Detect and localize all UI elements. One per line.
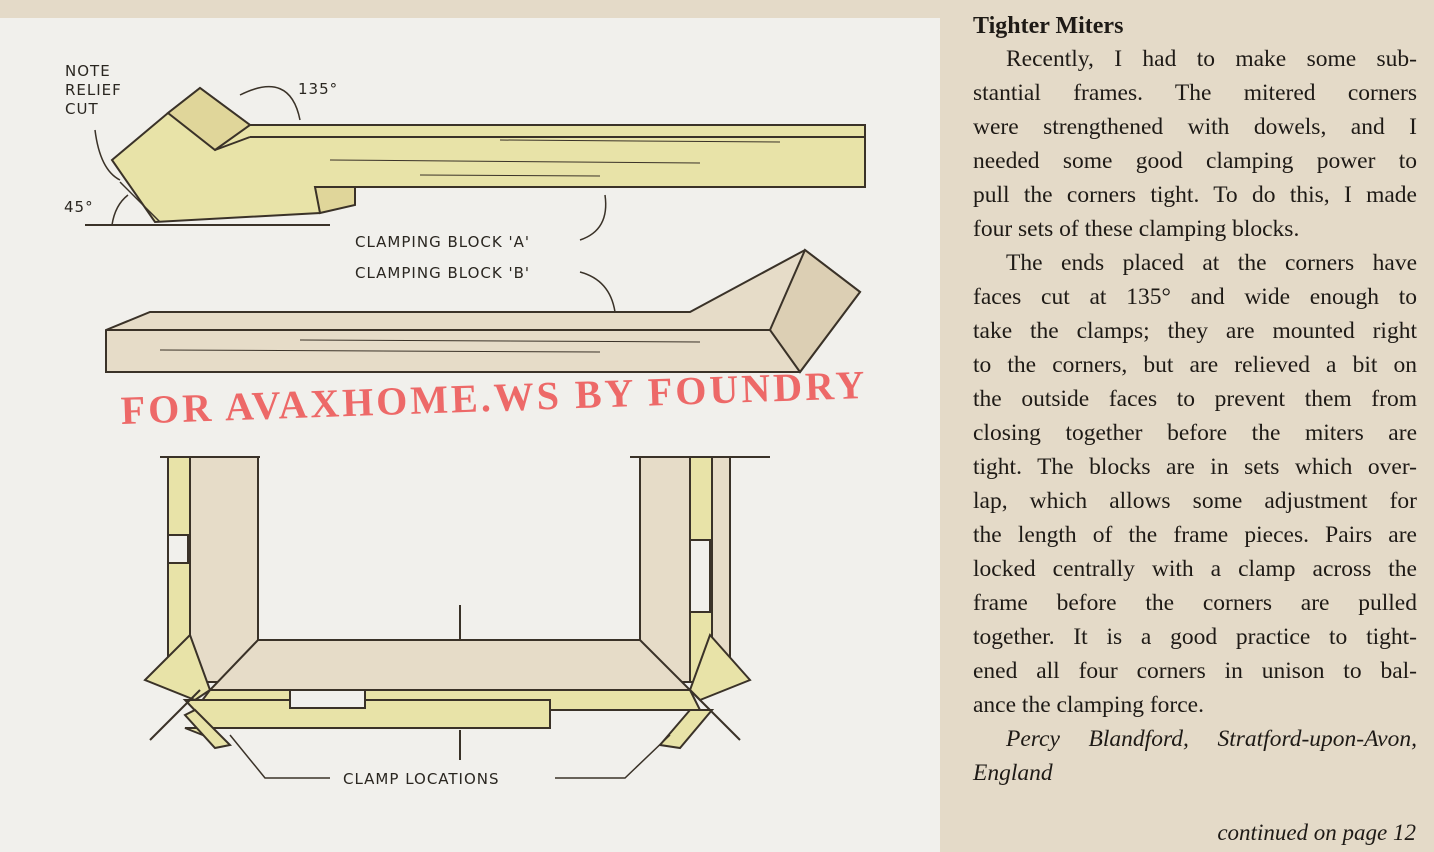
clamp-locations-label: CLAMP LOCATIONS [343,770,500,788]
text-line: the length of the frame pieces. Pairs ar… [973,522,1417,548]
article-column: Tighter Miters Recently, I had to make s… [973,10,1417,790]
text-line: ance the clamping force. [973,692,1204,718]
signature: Percy Blandford, Stratford-upon-Avon, En… [973,722,1417,790]
text-line: were strengthened with dowels, and I [973,114,1417,140]
author-line: Percy Blandford, Stratford-upon-Avon, [1006,726,1417,752]
text-line: stantial frames. The mitered corners [973,80,1417,106]
text-line: together. It is a good practice to tight… [973,624,1417,650]
frame-assembly [143,456,770,760]
note-label-1: NOTE [65,62,111,80]
angle-135-label: 135° [298,80,338,98]
text-line: to the corners, but are relieved a bit o… [973,352,1417,378]
text-line: closing together before the miters are [973,420,1417,446]
clamping-block-b [105,248,862,374]
text-line: take the clamps; they are mounted right [973,318,1417,344]
illustration-panel: NOTE RELIEF CUT 135° 45° CLAMPING BLOCK … [0,18,940,852]
article-title: Tighter Miters [973,13,1124,39]
paragraph-1: Recently, I had to make some sub- stanti… [973,42,1417,246]
note-label-2: RELIEF [65,81,122,99]
block-a-label: CLAMPING BLOCK 'A' [355,233,530,251]
text-line: pull the corners tight. To do this, I ma… [973,182,1417,208]
text-line: needed some good clamping power to [973,148,1417,174]
angle-45-label: 45° [64,198,94,216]
block-b-label: CLAMPING BLOCK 'B' [355,264,530,282]
location-line: England [973,760,1053,786]
text-line: four sets of these clamping blocks. [973,216,1300,242]
clamping-blocks-diagram: NOTE RELIEF CUT 135° 45° CLAMPING BLOCK … [64,62,866,788]
continued-note: continued on page 12 [1217,820,1416,845]
text-line: frame before the corners are pulled [973,590,1417,616]
clamping-block-a [110,86,866,224]
text-line: The ends placed at the corners have [1006,250,1417,276]
text-line: tight. The blocks are in sets which over… [973,454,1417,480]
text-line: lap, which allows some adjustment for [973,488,1417,514]
text-line: ened all four corners in unison to bal- [973,658,1417,684]
text-line: Recently, I had to make some sub- [1006,46,1417,72]
paragraph-2: The ends placed at the corners have face… [973,246,1417,722]
text-line: faces cut at 135° and wide enough to [973,284,1417,310]
note-label-3: CUT [65,100,99,118]
text-line: locked centrally with a clamp across the [973,556,1417,582]
text-line: the outside faces to prevent them from [973,386,1417,412]
